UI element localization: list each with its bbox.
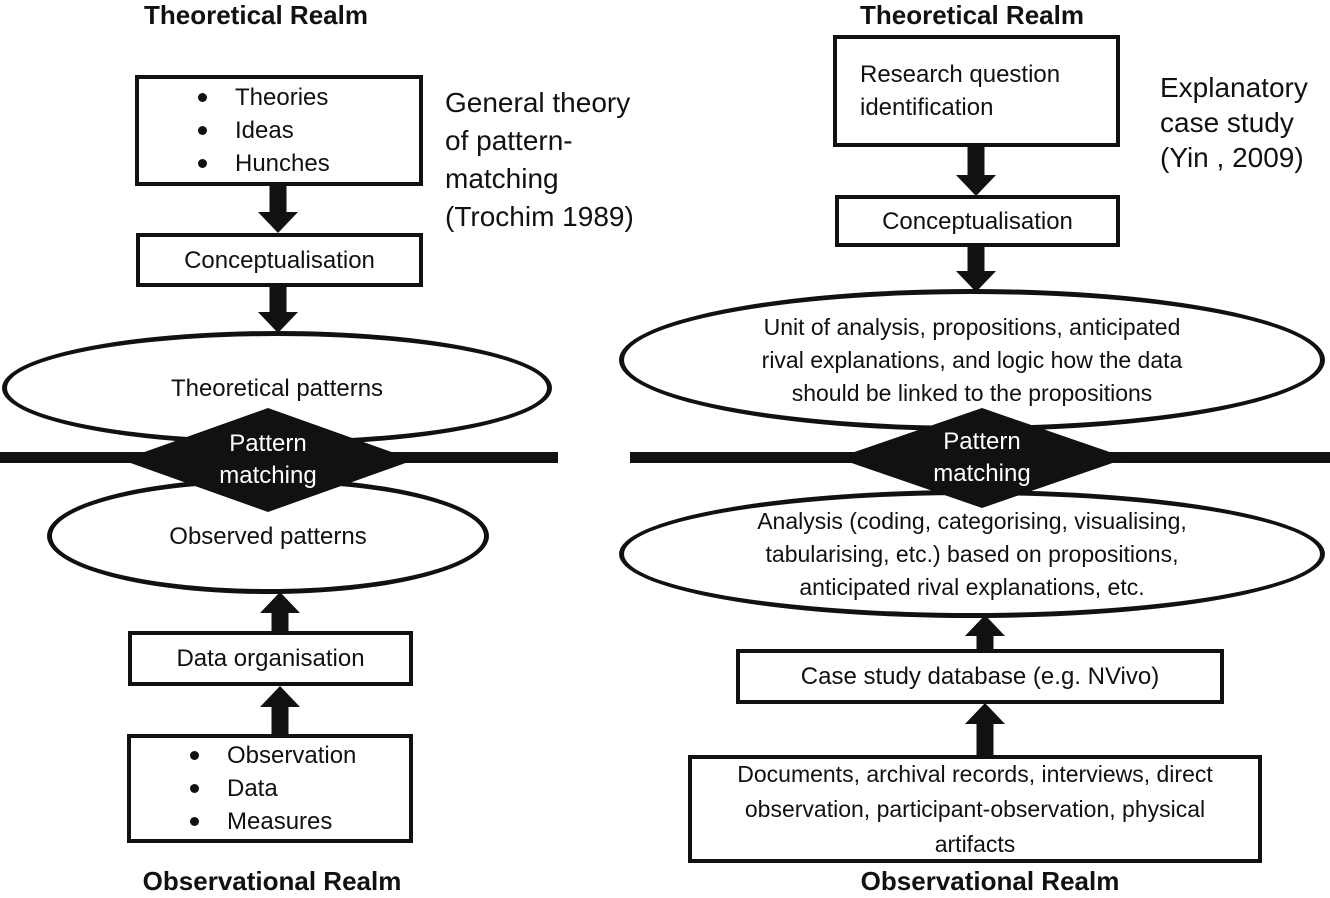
ellipse-label-line: Unit of analysis, propositions, anticipa…: [763, 313, 1181, 340]
bullet-icon: [198, 126, 207, 135]
list-item-label: Theories: [235, 83, 329, 111]
data-organisation-box: Data organisation: [128, 631, 413, 686]
caption-line: (Yin , 2009): [1160, 142, 1304, 173]
box-label: Case study database (e.g. NVivo): [800, 663, 1160, 690]
observation-data-measures-box: Observation Data Measures: [127, 734, 413, 843]
research-question-box: Research question identification: [833, 35, 1120, 147]
list-item-label: Measures: [227, 807, 333, 835]
case-study-database-box: Case study database (e.g. NVivo): [736, 649, 1224, 704]
box-label-line: Research question: [860, 61, 1061, 88]
caption-line: (Trochim 1989): [445, 201, 634, 232]
up-arrow: [260, 686, 300, 735]
arrow-shaft: [976, 722, 994, 756]
bullet-icon: [198, 159, 207, 168]
bullet-icon: [190, 784, 199, 793]
diamond-label-line: matching: [219, 462, 317, 489]
caption-line: General theory: [445, 87, 631, 118]
diamond-label-line: Pattern: [229, 430, 307, 457]
list-item-label: Observation: [227, 741, 357, 769]
ellipse-label-line: Analysis (coding, categorising, visualis…: [757, 507, 1187, 534]
ellipse-label: Theoretical patterns: [170, 374, 384, 402]
up-arrow: [965, 615, 1005, 652]
caption-line: matching: [445, 163, 559, 194]
right-observational-realm-label: Observational Realm: [860, 866, 1120, 896]
right-diagram-caption: Explanatory case study (Yin , 2009): [1160, 70, 1308, 175]
list-item: Measures: [131, 805, 409, 838]
caption-line: Explanatory: [1160, 72, 1308, 103]
unit-of-analysis-ellipse: Unit of analysis, propositions, anticipa…: [619, 289, 1325, 431]
arrow-shaft: [976, 634, 994, 652]
theories-ideas-hunches-box: Theories Ideas Hunches: [135, 75, 423, 186]
arrow-shaft: [271, 705, 289, 735]
arrow-head-icon: [260, 592, 300, 613]
list-item: Hunches: [139, 147, 419, 180]
arrow-shaft: [269, 186, 287, 214]
down-arrow: [956, 247, 996, 292]
bullet-icon: [198, 93, 207, 102]
arrow-shaft: [269, 287, 287, 314]
arrow-head-icon: [956, 271, 996, 292]
arrow-head-icon: [258, 312, 298, 333]
right-conceptualisation-box: Conceptualisation: [835, 195, 1120, 247]
list-item: Theories: [139, 81, 419, 114]
bullet-icon: [190, 817, 199, 826]
box-label-line: identification: [860, 94, 994, 121]
right-theoretical-realm-label: Theoretical Realm: [860, 0, 1084, 30]
arrow-shaft: [271, 611, 289, 633]
list-item: Data: [131, 772, 409, 805]
left-conceptualisation-box: Conceptualisation: [136, 233, 423, 287]
left-theoretical-realm-label: Theoretical Realm: [144, 0, 368, 30]
list-item: Observation: [131, 739, 409, 772]
diamond-label-line: matching: [933, 460, 1031, 487]
arrow-shaft: [967, 147, 985, 177]
up-arrow: [260, 592, 300, 633]
box-label: Conceptualisation: [882, 207, 1073, 235]
down-arrow: [956, 147, 996, 196]
list-item-label: Data: [227, 774, 278, 802]
down-arrow: [258, 186, 298, 233]
bullet-icon: [190, 751, 199, 760]
arrow-head-icon: [965, 615, 1005, 636]
arrow-head-icon: [965, 703, 1005, 724]
diamond-label-line: Pattern: [943, 428, 1021, 455]
box-label-line: observation, participant-observation, ph…: [744, 795, 1206, 822]
arrow-head-icon: [258, 212, 298, 233]
list-item-label: Hunches: [235, 149, 330, 177]
ellipse-label-line: should be linked to the propositions: [791, 379, 1153, 406]
list-item-label: Ideas: [235, 116, 294, 144]
arrow-shaft: [967, 247, 985, 273]
left-diagram-caption: General theory of pattern- matching (Tro…: [445, 84, 634, 236]
left-observational-realm-label: Observational Realm: [142, 866, 402, 896]
box-label: Conceptualisation: [184, 246, 375, 274]
ellipse-label-line: rival explanations, and logic how the da…: [761, 346, 1183, 373]
data-sources-box: Documents, archival records, interviews,…: [688, 755, 1262, 863]
list-item: Ideas: [139, 114, 419, 147]
down-arrow: [258, 287, 298, 333]
up-arrow: [965, 703, 1005, 756]
box-label-line: artifacts: [934, 830, 1016, 857]
box-label: Data organisation: [176, 645, 365, 672]
arrow-head-icon: [260, 686, 300, 707]
caption-line: of pattern-: [445, 125, 573, 156]
box-label-line: Documents, archival records, interviews,…: [737, 760, 1213, 787]
caption-line: case study: [1160, 107, 1294, 138]
ellipse-label-line: anticipated rival explanations, etc.: [799, 573, 1145, 600]
analysis-ellipse: Analysis (coding, categorising, visualis…: [619, 490, 1325, 618]
ellipse-label: Observed patterns: [169, 522, 367, 550]
ellipse-label-line: tabularising, etc.) based on proposition…: [765, 540, 1179, 567]
arrow-head-icon: [956, 175, 996, 196]
